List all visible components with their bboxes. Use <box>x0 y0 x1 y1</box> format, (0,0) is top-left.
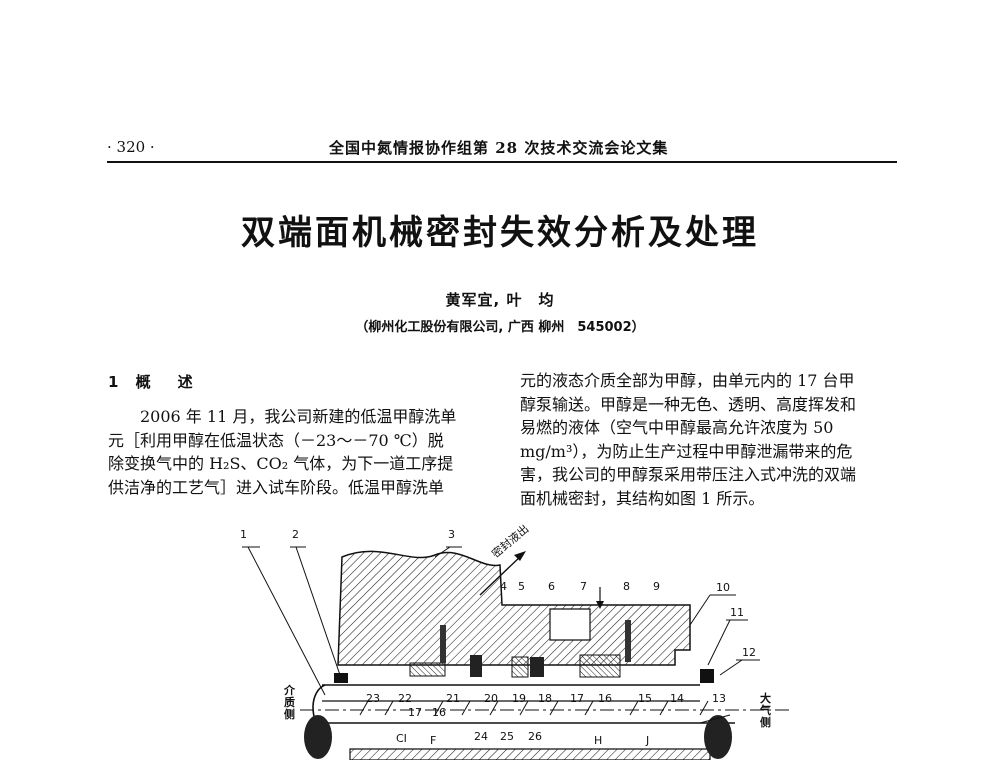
seal-ring <box>470 655 482 677</box>
paragraph-line: 供洁净的工艺气］进入试车阶段。低温甲醇洗单 <box>108 477 445 497</box>
paragraph-line: 害，我公司的甲醇泵采用带压注入式冲洗的双端 <box>520 465 857 484</box>
affiliation: （柳州化工股份有限公司, 广西 柳州 545002） <box>355 320 645 335</box>
section-heading: 1 概 述 <box>108 371 199 392</box>
part-label: 17 <box>408 706 422 719</box>
part-label: 22 <box>398 692 412 705</box>
position-label: J <box>646 734 650 747</box>
seal-ring <box>409 662 446 677</box>
right-column-text: 元的液态介质全部为甲醇，由单元内的 17 台甲 醇泵输送。甲醇是一种无色、透明、… <box>520 369 904 510</box>
o-ring <box>334 673 348 683</box>
paragraph-line: 醇泵输送。甲醇是一种无色、透明、高度挥发和 <box>520 394 857 414</box>
part-label: 6 <box>548 580 555 593</box>
part-label: 18 <box>538 692 552 705</box>
left-column-text: 2006 年 11 月，我公司新建的低温甲醇洗单 元［利用甲醇在低温状态（－23… <box>108 405 491 499</box>
page-number: · 320 · <box>107 138 155 156</box>
paragraph-line: 面机械密封，其结构如图 1 所示。 <box>520 488 765 508</box>
part-label: 3 <box>448 528 455 541</box>
seal-ring <box>530 657 544 677</box>
pin <box>625 620 631 662</box>
part-label: 24 <box>474 730 488 743</box>
part-label: 7 <box>580 580 587 593</box>
seal-structure-figure: 1 2 3 4 5 6 7 8 9 10 11 12 13 14 15 16 1… <box>230 522 790 760</box>
section-title: 概 述 <box>135 373 199 391</box>
part-label: 15 <box>638 692 652 705</box>
author-list: 黄军宜, 叶 均 <box>445 291 555 309</box>
part-label: 12 <box>742 646 756 659</box>
part-label: 26 <box>528 730 542 743</box>
part-label: 1 <box>240 528 247 541</box>
part-label: 8 <box>623 580 630 593</box>
gland-housing <box>337 550 691 666</box>
part-label: 5 <box>518 580 525 593</box>
part-label: 10 <box>716 581 730 594</box>
pin <box>440 625 446 663</box>
position-label: H <box>594 734 603 747</box>
part-label: 25 <box>500 730 514 743</box>
part-label: 2 <box>292 528 299 541</box>
medium-side-label: 介质侧 <box>284 684 295 721</box>
part-label: 23 <box>366 692 380 705</box>
part-label: 14 <box>670 692 684 705</box>
shaft-end-left <box>304 715 332 759</box>
seal-ring <box>579 654 621 678</box>
part-label: 19 <box>512 692 526 705</box>
lower-housing <box>349 748 711 760</box>
seal-cross-section-drawing <box>242 546 790 760</box>
paragraph-line: 元的液态介质全部为甲醇，由单元内的 17 台甲 <box>520 371 855 390</box>
part-label: 17 <box>570 692 584 705</box>
paragraph-line: 2006 年 11 月，我公司新建的低温甲醇洗单 <box>140 407 457 426</box>
paragraph-line: 易燃的液体（空气中甲醇最高允许浓度为 50 <box>520 418 834 437</box>
atmosphere-side-label: 大气侧 <box>760 692 771 729</box>
paper-title: 双端面机械密封失效分析及处理 <box>241 213 759 253</box>
part-label: 16 <box>598 692 612 705</box>
paragraph-line: 元［利用甲醇在低温状态（－23～－70 ℃）脱 <box>108 430 444 450</box>
position-label: F <box>430 734 437 747</box>
journal-title: 全国中氮情报协作组第 28 次技术交流会论文集 <box>329 139 669 157</box>
header-rule <box>107 161 897 163</box>
shaft-end-right <box>704 715 732 759</box>
paragraph-line: 除变换气中的 H₂S、CO₂ 气体，为下一道工序提 <box>108 454 454 473</box>
section-number: 1 <box>108 373 125 391</box>
part-label: 20 <box>484 692 498 705</box>
part-label: 16 <box>432 706 446 719</box>
part-label: 4 <box>500 580 507 593</box>
part-label: 11 <box>730 606 744 619</box>
position-label: CI <box>396 732 407 745</box>
seal-ring <box>511 656 529 678</box>
part-label: 21 <box>446 692 460 705</box>
part-label: 9 <box>653 580 660 593</box>
paragraph-line: mg/m³），为防止生产过程中甲醇泄漏带来的危 <box>520 441 853 461</box>
flush-port <box>549 608 591 641</box>
lock-collar <box>700 669 714 683</box>
running-header: · 320 · 全国中氮情报协作组第 28 次技术交流会论文集 <box>107 134 897 163</box>
part-label: 13 <box>712 692 726 705</box>
